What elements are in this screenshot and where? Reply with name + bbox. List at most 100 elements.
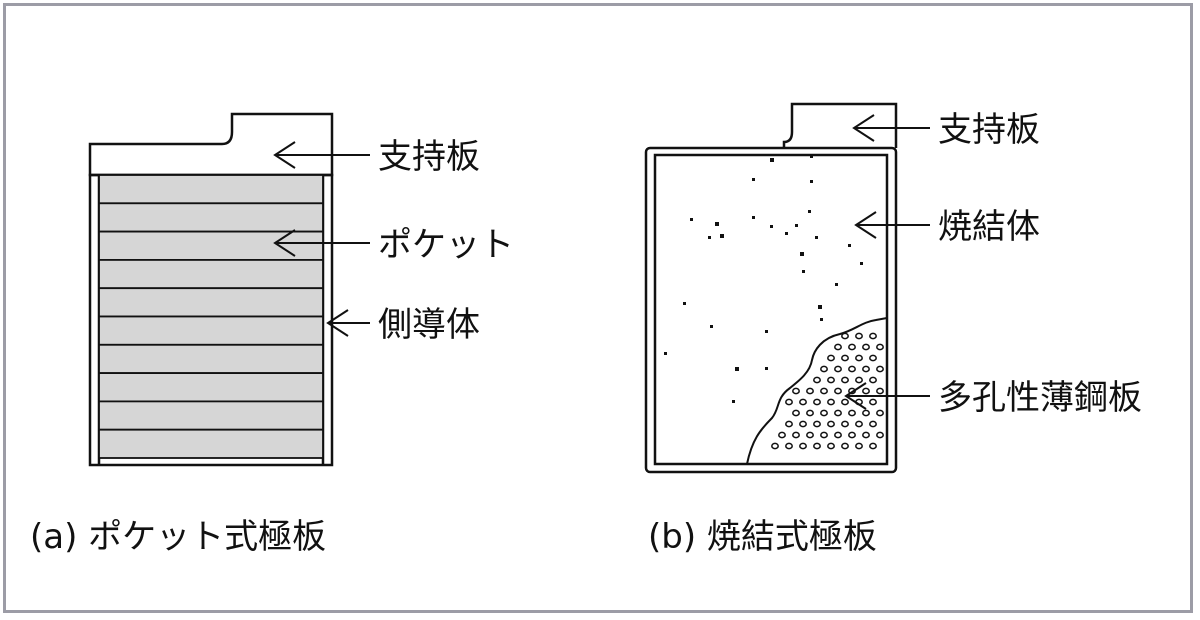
pore-hole (841, 398, 849, 406)
particle-speck (664, 352, 667, 355)
pore-hole (841, 376, 849, 384)
pore-hole (862, 365, 870, 373)
pocket-row (98, 174, 324, 205)
sintered-electrode: 支持板 焼結体 多孔性薄鋼板 (b) 焼結式極板 (644, 102, 1142, 557)
pore-hole (799, 420, 807, 428)
pore-hole (813, 420, 821, 428)
pore-hole (820, 387, 828, 395)
particle-speck (808, 210, 811, 213)
label-side-conductor: 側導体 (378, 305, 480, 345)
particle-speck (785, 232, 788, 235)
porous-holes (771, 332, 884, 450)
pore-hole (841, 354, 849, 362)
pore-hole (855, 442, 863, 450)
particle-speck (765, 367, 768, 370)
pore-hole (841, 420, 849, 428)
porous-steel-region (746, 317, 888, 465)
caption-a: (a) ポケット式極板 (30, 517, 326, 557)
pore-hole (827, 354, 835, 362)
pore-hole (827, 442, 835, 450)
label-sintered-body: 焼結体 (938, 207, 1040, 247)
caption-b: (b) 焼結式極板 (648, 517, 877, 557)
pore-hole (813, 442, 821, 450)
pocket-row (98, 287, 324, 318)
particle-speck (715, 222, 719, 226)
pore-hole (862, 343, 870, 351)
pore-hole (855, 420, 863, 428)
pore-hole (876, 409, 884, 417)
particle-speck (795, 224, 798, 227)
pocket-row (98, 258, 324, 290)
particle-speck (752, 216, 755, 219)
pore-hole (820, 431, 828, 439)
pocket-row (98, 202, 324, 233)
particle-speck (815, 236, 818, 239)
pore-hole (841, 332, 849, 340)
electrode-inner-b (653, 153, 889, 466)
pore-hole (785, 420, 793, 428)
pore-hole (827, 398, 835, 406)
pore-hole (827, 376, 835, 384)
particle-speck (752, 178, 755, 181)
pore-hole (785, 442, 793, 450)
label-pocket: ポケット (378, 225, 514, 265)
pocket-row (98, 372, 324, 403)
particle-speck (735, 367, 739, 371)
particle-speck (800, 252, 804, 256)
pore-hole (848, 409, 856, 417)
pore-hole (862, 431, 870, 439)
pore-hole (834, 343, 842, 351)
particle-speck (770, 158, 774, 162)
particle-speck (720, 234, 724, 238)
particle-speck (860, 262, 863, 265)
arrow-support-b (852, 114, 930, 142)
pore-hole (855, 376, 863, 384)
pore-hole (834, 409, 842, 417)
pocket-row (98, 230, 324, 261)
pore-hole (806, 409, 814, 417)
particle-speck (835, 283, 838, 286)
pore-hole (792, 387, 800, 395)
pocket-row (98, 400, 324, 431)
label-porous-steel: 多孔性薄鋼板 (938, 378, 1142, 418)
pore-hole (806, 431, 814, 439)
particle-speck (848, 244, 851, 247)
pore-hole (834, 431, 842, 439)
particle-speck (765, 330, 768, 333)
pore-hole (869, 354, 877, 362)
pore-hole (806, 387, 814, 395)
pore-hole (855, 332, 863, 340)
pocket-row (98, 343, 324, 374)
particle-speck (690, 218, 693, 221)
pore-hole (841, 442, 849, 450)
arrow-pocket (273, 229, 370, 257)
pore-hole (869, 376, 877, 384)
pore-hole (876, 343, 884, 351)
pore-hole (799, 398, 807, 406)
particle-speck (818, 305, 822, 309)
pore-hole (862, 409, 870, 417)
pore-hole (876, 431, 884, 439)
pore-hole (834, 387, 842, 395)
pore-hole (778, 431, 786, 439)
support-plate-a (88, 112, 334, 177)
label-support-a: 支持板 (378, 137, 480, 177)
arrow-side-conductor (326, 309, 370, 337)
pocket-rows (98, 174, 324, 459)
pore-hole (862, 387, 870, 395)
pore-hole (876, 365, 884, 373)
pocket-row (98, 315, 324, 346)
pore-hole (876, 387, 884, 395)
pore-hole (848, 431, 856, 439)
particle-speck (683, 302, 686, 305)
pore-hole (869, 332, 877, 340)
support-plate-b (782, 102, 898, 148)
arrow-support-a (273, 141, 370, 169)
particle-speck (710, 325, 713, 328)
particle-speck (732, 400, 735, 403)
particle-speck (802, 270, 805, 273)
pore-hole (799, 442, 807, 450)
arrow-sintered-body (854, 211, 930, 239)
pore-hole (869, 398, 877, 406)
